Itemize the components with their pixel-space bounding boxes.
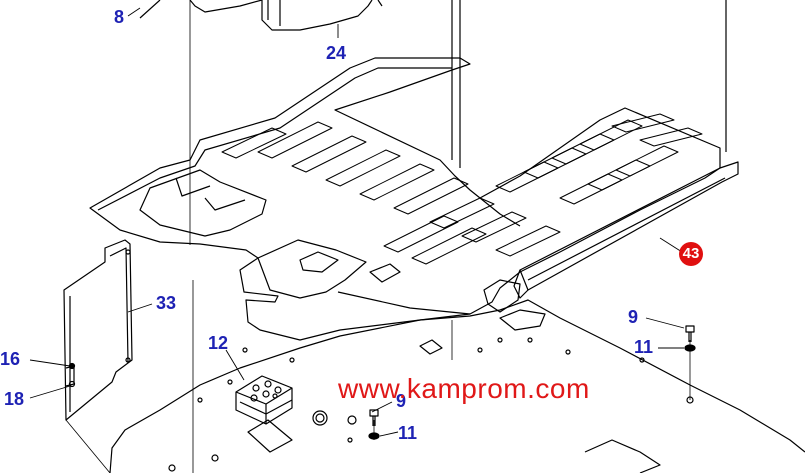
fasteners	[68, 325, 696, 440]
watermark-text: www.kamprom.com	[338, 373, 590, 404]
callout-18: 18	[4, 389, 25, 409]
floor-frame	[89, 57, 721, 341]
callout-16: 16	[0, 349, 21, 369]
floor-slots	[221, 113, 703, 265]
leader-lines	[29, 7, 685, 437]
callout-11-lower: 11	[398, 423, 418, 443]
side-rail	[451, 0, 739, 313]
part-12-damper	[235, 375, 293, 425]
callout-33: 33	[156, 293, 177, 313]
part-33-panel	[63, 239, 133, 421]
callout-9-lower: 9	[396, 391, 407, 411]
part-24-bracket	[139, 0, 383, 31]
callout-43-badge: 43	[679, 242, 703, 266]
callout-8: 8	[114, 7, 125, 27]
callout-11-right: 11	[634, 337, 654, 357]
callout-12: 12	[208, 333, 229, 353]
reference-lines	[65, 0, 691, 473]
base-plate	[109, 299, 805, 473]
callout-24: 24	[326, 43, 347, 63]
callout-9-right: 9	[628, 307, 639, 327]
